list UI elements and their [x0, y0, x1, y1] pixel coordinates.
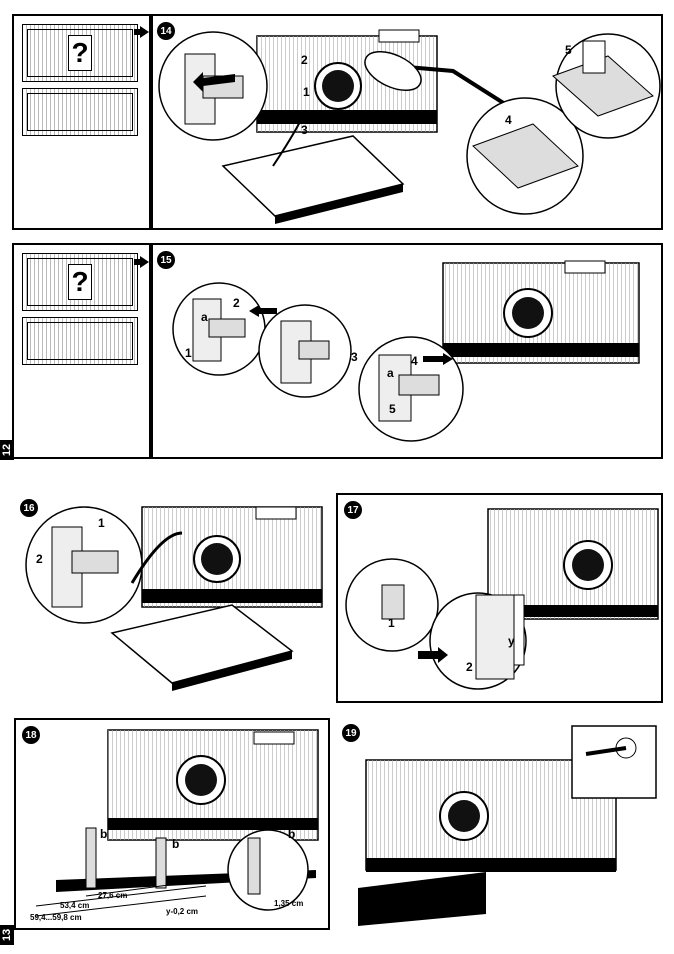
- step-18-label-b1: b: [100, 827, 107, 841]
- step-17-illustration: 1 2 y: [338, 495, 661, 701]
- step-15-label-a1: a: [201, 310, 208, 324]
- dimension-27-6: 27,6 cm: [98, 891, 127, 900]
- step-17-panel: 17 1 2 y: [336, 493, 663, 703]
- step-14-label-2: 2: [301, 53, 308, 67]
- step-14-illustration: 2 1 3 4 5: [153, 16, 661, 228]
- door-thumbnail-question: ?: [22, 253, 138, 311]
- arrow-right-icon: [140, 256, 149, 268]
- step-14-label-4: 4: [505, 113, 512, 127]
- door-thumbnail: [22, 317, 138, 365]
- step-19-panel: 19: [336, 718, 663, 930]
- door-thumbnail: [22, 88, 138, 136]
- dimension-59-4-59-8: 59,4...59,8 cm: [30, 913, 82, 922]
- step-18-illustration: b b b 27,6 cm 53,4 cm 59,4...59,8 cm y-0…: [16, 720, 328, 928]
- step-14-label-1: 1: [303, 85, 310, 99]
- step-19-illustration: [336, 718, 663, 930]
- side-panel-15: ?: [12, 243, 151, 459]
- door-thumbnail-question: ?: [22, 24, 138, 82]
- dimension-y-0-2: y-0,2 cm: [166, 907, 198, 916]
- question-icon: ?: [68, 264, 92, 300]
- step-15-label-4: 4: [411, 354, 418, 368]
- step-15-label-3: 3: [351, 350, 358, 364]
- step-16-label-1: 1: [98, 516, 105, 530]
- step-16-illustration: 1 2: [12, 493, 330, 703]
- step-14-label-3: 3: [301, 123, 308, 137]
- dimension-1-35: 1,35 cm: [274, 899, 303, 908]
- dimension-53-4: 53,4 cm: [60, 901, 89, 910]
- step-14-label-5: 5: [565, 43, 572, 57]
- step-15-label-5: 5: [389, 402, 396, 416]
- side-panel-14: ?: [12, 14, 151, 230]
- step-17-label-y: y: [508, 634, 515, 648]
- arrow-right-icon: [140, 26, 149, 38]
- step-18-panel: 18 b b b 27,6 cm 53,4 cm 59,4...59,8 cm …: [14, 718, 330, 930]
- step-15-label-1: 1: [185, 346, 192, 360]
- step-15-illustration: 2 1 a 3 4 a 5: [153, 245, 661, 457]
- step-16-panel: 16 1 2: [12, 493, 330, 703]
- step-15-label-2: 2: [233, 296, 240, 310]
- step-15-panel: 1 5 2 1 a 3 4 a 5: [151, 243, 663, 459]
- step-18-label-b3: b: [288, 827, 295, 841]
- step-16-label-2: 2: [36, 552, 43, 566]
- step-14-panel: 1 4 2 1 3 4 5: [151, 14, 663, 230]
- page-number-13: 13: [0, 925, 14, 945]
- step-18-label-b2: b: [172, 837, 179, 851]
- step-17-label-1: 1: [388, 616, 395, 630]
- step-17-label-2: 2: [466, 660, 473, 674]
- step-15-label-a2: a: [387, 366, 394, 380]
- question-icon: ?: [68, 35, 92, 71]
